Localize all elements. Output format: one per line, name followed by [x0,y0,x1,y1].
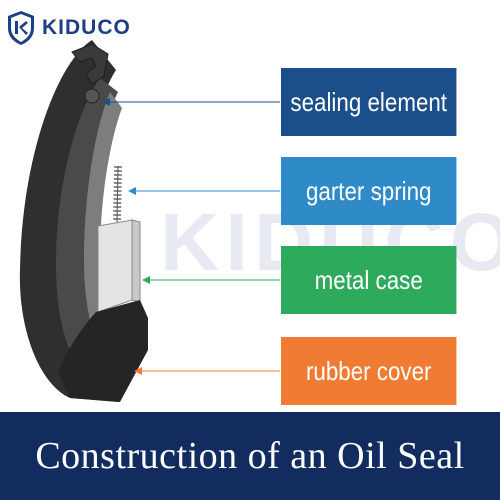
garter-spring [113,165,122,223]
label-sealing-element: sealing element [281,68,457,136]
diagram-title: Construction of an Oil Seal [35,435,465,477]
sealing-lip [71,43,109,85]
brand-name: KIDUCO [42,16,131,39]
logo: KIDUCO [6,8,131,48]
footer-banner: Construction of an Oil Seal [0,412,500,500]
label-metal-case: metal case [281,246,457,314]
metal-case [97,219,133,313]
shield-icon [8,11,34,45]
lip-knob [84,88,100,104]
seal-lip-band [84,92,122,352]
leader-arrows [102,98,280,375]
rubber-cover [58,300,148,402]
label-rubber-cover: rubber cover [281,337,457,405]
label-garter-spring: garter spring [281,157,457,225]
